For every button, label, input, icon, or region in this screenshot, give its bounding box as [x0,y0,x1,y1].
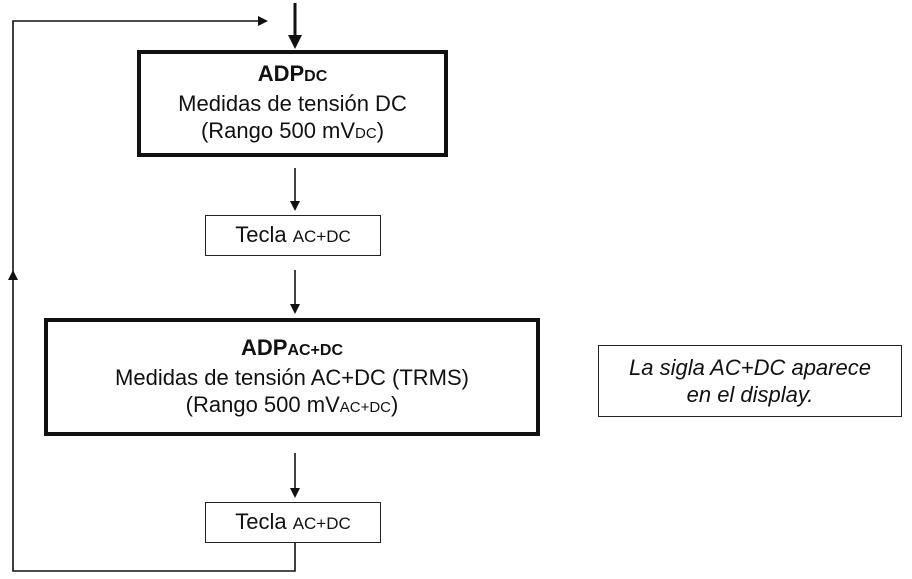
key-1-main: Tecla [235,222,293,247]
adp-dc-description: Medidas de tensión DC [178,91,407,116]
display-note-line-2: en el display. [686,382,814,407]
adp-dc-title-sub: DC [304,68,328,85]
adp-dc-range-sub: DC [355,125,377,142]
adp-acdc-title-sub: AC+DC [287,341,343,359]
key-acdc-block-1: Tecla AC+DC [205,215,381,256]
key-2-sub: AC+DC [292,514,351,533]
adp-dc-title-main: ADP [257,61,305,86]
adp-acdc-title-main: ADP [240,334,288,360]
display-note-block: La sigla AC+DC aparece en el display. [598,345,902,417]
adp-acdc-range: (Rango 500 mVAC+DC) [186,391,399,421]
key-acdc-label-2: Tecla AC+DC [235,508,351,537]
key-1-sub: AC+DC [292,227,351,246]
display-note-line-1: La sigla AC+DC aparece [629,355,871,380]
adp-dc-range-end: ) [376,118,385,143]
key-2-main: Tecla [235,509,293,534]
key-acdc-block-2: Tecla AC+DC [205,502,381,543]
adp-acdc-range-end: ) [391,391,399,417]
adp-acdc-range-sub: AC+DC [339,398,392,416]
adp-dc-title: ADPDC [258,60,328,90]
adp-dc-range-main: (Rango 500 mV [200,118,356,143]
adp-acdc-range-main: (Rango 500 mV [185,391,340,417]
key-acdc-label-1: Tecla AC+DC [235,221,351,250]
adp-acdc-description: Medidas de tensión AC+DC (TRMS) [115,364,469,390]
adp-dc-block: ADPDC Medidas de tensión DC (Rango 500 m… [137,50,448,157]
adp-dc-range: (Rango 500 mVDC) [201,117,384,147]
loop-back-line [7,270,296,572]
adp-acdc-block: ADPAC+DC Medidas de tensión AC+DC (TRMS)… [44,318,540,436]
loop-back-return-line [12,16,268,272]
adp-acdc-title: ADPAC+DC [241,334,343,364]
